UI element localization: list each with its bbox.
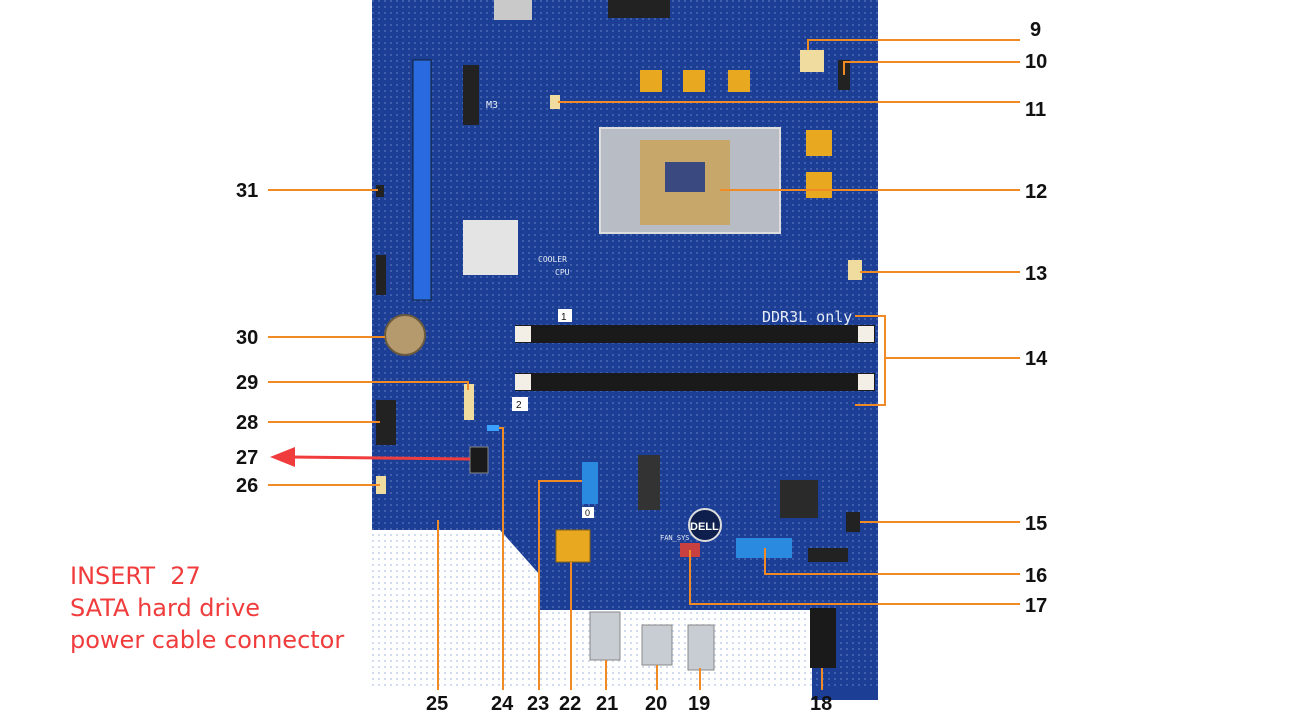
callout-27: 27 [236,447,258,469]
connector-29 [464,384,474,420]
vrm-choke [806,130,832,156]
callout-lines [268,39,1020,690]
callout-numbers: 9 10 11 12 13 14 15 16 17 18 19 20 21 22… [236,19,1048,715]
dell-logo-text: DELL [690,521,719,533]
jumper-31 [376,185,384,197]
top-header [608,0,670,18]
callout-10: 10 [1025,51,1047,73]
header-15 [846,512,860,532]
cooler-label: COOLER [538,255,567,264]
dell-logo [688,508,722,542]
atx-power-connector [555,529,591,563]
callout-21: 21 [596,693,618,715]
cpu-power-connector [800,50,824,72]
callout-26: 26 [236,475,258,497]
debug-header [808,548,848,562]
callout-22: 22 [559,693,581,715]
vrm-choke [806,172,832,198]
fan-header-13 [848,260,862,280]
vrm-choke [728,70,750,92]
chipset-heatsink [463,220,518,275]
callout-18: 18 [810,693,832,715]
fan-header-11 [550,95,560,109]
callout-25: 25 [426,693,448,715]
callout-14: 14 [1025,348,1048,370]
dimm-slot-2 [515,373,875,391]
usb-header-28 [376,400,396,445]
callout-24: 24 [491,693,514,715]
header-left [376,255,386,295]
audio-jack [687,624,715,671]
callout-31: 31 [236,180,258,202]
pcie-x1-slot [463,65,479,125]
rear-connector-18 [810,608,836,668]
m3-label: M3 [486,100,498,111]
vrm-choke [683,70,705,92]
callout-16: 16 [1025,565,1047,587]
pcie-x16-slot [412,59,432,301]
cpu-label: CPU [555,268,570,277]
jumper-24 [487,425,499,431]
annotation-note: INSERT 27 SATA hard drive power cable co… [70,560,344,656]
sata-0-label: 0 [585,508,590,518]
dimm-slot-1-label: 1 [561,312,567,323]
cmos-battery [384,314,426,356]
callout-29: 29 [236,372,258,394]
super-io-chip [780,480,818,518]
callout-23: 23 [527,693,549,715]
annotation-line-1: INSERT 27 [70,562,201,590]
dimm-slot-1 [515,325,875,343]
ddr3l-label: DDR3L only [762,308,852,326]
sata-0-connector [582,462,598,504]
callout-15: 15 [1025,513,1047,535]
fan-sys-label: FAN_SYS [660,534,690,542]
vrm-choke [640,70,662,92]
usb2-port [641,624,673,666]
callout-19: 19 [688,693,710,715]
sata-power-connector-27 [469,446,489,474]
annotation-line-2: SATA hard drive [70,594,261,622]
dimm-slot-2-label: 2 [516,400,522,411]
connector-26 [376,476,386,494]
red-arrow-27 [270,447,471,467]
callout-13: 13 [1025,263,1047,285]
callout-9: 9 [1030,19,1041,41]
callout-11: 11 [1025,99,1046,121]
annotation-line-3: power cable connector [70,626,345,654]
m2-slot [638,455,660,510]
callout-30: 30 [236,327,258,349]
callout-28: 28 [236,412,258,434]
callout-12: 12 [1025,181,1047,203]
top-chip [494,0,532,20]
usb3-port [589,611,621,661]
callout-20: 20 [645,693,667,715]
callout-17: 17 [1025,595,1047,617]
